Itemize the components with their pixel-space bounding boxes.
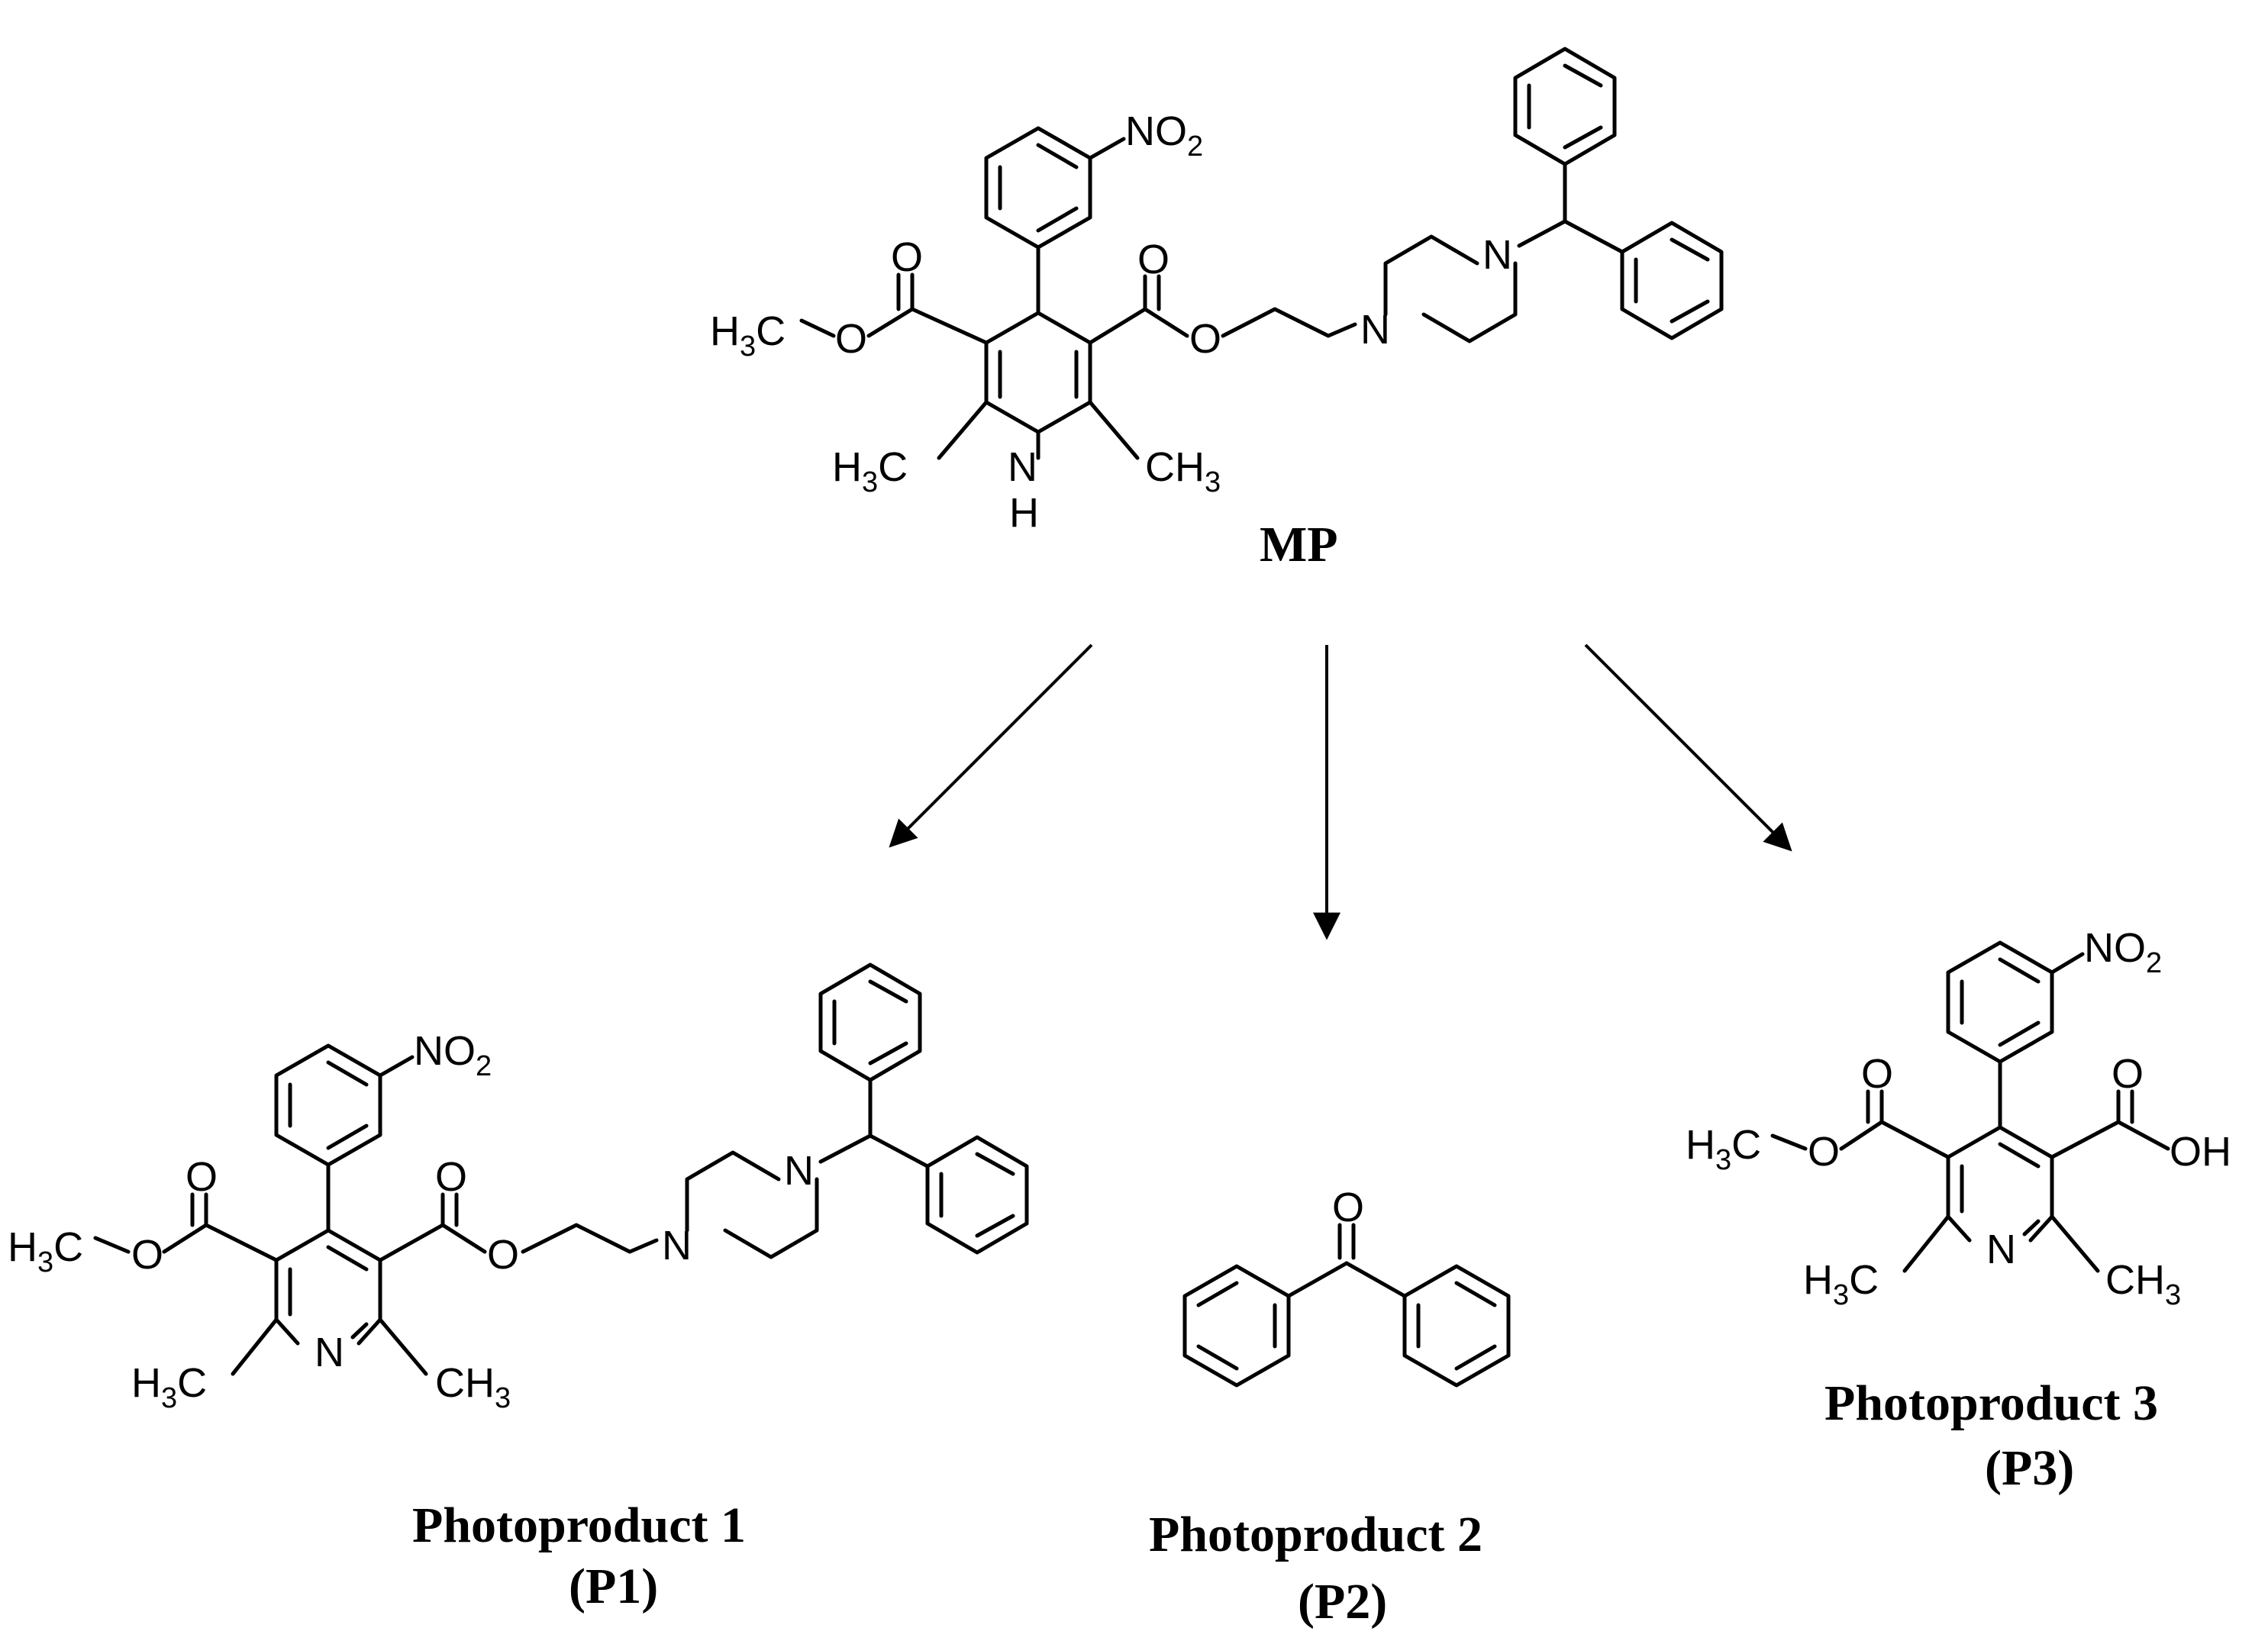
mp-ester-methyl-label: H3C (710, 308, 786, 363)
mp-right-ester-o: O (1189, 316, 1221, 362)
mp-nh-n-label: N (1008, 444, 1037, 490)
p1-piperazine-ring (685, 1133, 873, 1259)
p1-right-carbonyl-o: O (435, 1154, 467, 1200)
p2-left-phenyl-ring (1182, 1264, 1291, 1388)
arrow-to-p3 (1584, 643, 1792, 852)
p2-compound-code: (P2) (1298, 1574, 1387, 1630)
p1-piperazine-n4: N (784, 1148, 814, 1194)
p1-right-ester-chain (378, 1192, 659, 1262)
p3-ester-methyl-label: H3C (1686, 1122, 1761, 1176)
p1-pyridine-ring (274, 1162, 382, 1346)
p3-nitrophenyl-ring (1946, 940, 2085, 1064)
p1-methyl-left-label: H3C (131, 1360, 207, 1414)
mp-left-ester (799, 272, 989, 345)
p3-pyridine-ring (1946, 1059, 2054, 1243)
p3-pyridine-n-label: N (1986, 1227, 2016, 1272)
mp-left-carbonyl-o: O (891, 234, 923, 280)
p3-compound-name: Photoproduct 3 (1824, 1375, 2158, 1431)
mp-piperazine-n4: N (1482, 232, 1512, 278)
mp-nitro-label: NO2 (1125, 108, 1203, 163)
mp-methyl-left-label: H3C (832, 444, 908, 498)
arrow-to-p1 (889, 643, 1093, 848)
mp-piperazine-ring (1383, 219, 1567, 343)
mp-nitrophenyl-ring (984, 126, 1126, 250)
mp-dihydropyridine-ring (984, 245, 1092, 434)
mp-compound-label: MP (1260, 517, 1338, 572)
p1-left-carbonyl-o: O (186, 1154, 218, 1200)
p2-structure: O Photoproduct 2 (P2) (1149, 1185, 1511, 1630)
mp-right-ester-chain (1088, 274, 1357, 345)
mp-piperazine-n1: N (1360, 307, 1390, 353)
p1-nitro-label: NO2 (414, 1028, 492, 1082)
p3-left-ester (1770, 1089, 1950, 1159)
p1-left-ester-o: O (131, 1232, 163, 1278)
p1-compound-code: (P1) (569, 1559, 658, 1614)
p1-pyridine-n-label: N (315, 1330, 344, 1375)
mp-methyl-right-label: CH3 (1145, 444, 1221, 498)
mp-benzhydryl (1513, 47, 1724, 340)
mp-structure: NO2 H3C O O O O H3C CH3 N H N N MP (710, 47, 1724, 572)
p3-acid-carbonyl-o: O (2112, 1051, 2144, 1097)
mp-right-carbonyl-o: O (1137, 237, 1169, 282)
p3-carboxylic-acid (2050, 1089, 2170, 1159)
p3-methyl-left-label: H3C (1803, 1257, 1879, 1311)
p1-methyl-right-label: CH3 (435, 1360, 511, 1414)
p1-ester-methyl-label: H3C (8, 1224, 83, 1278)
p3-left-ester-o: O (1808, 1129, 1840, 1175)
p2-right-phenyl-ring (1402, 1264, 1511, 1388)
p3-methyl-right-label: CH3 (2105, 1257, 2181, 1311)
p3-left-carbonyl-o: O (1861, 1051, 1893, 1097)
p3-nitro-label: NO2 (2084, 925, 2162, 979)
mp-left-ester-o: O (835, 316, 867, 362)
p3-acid-oh-label: OH (2170, 1129, 2231, 1175)
p2-compound-name: Photoproduct 2 (1149, 1507, 1482, 1562)
reaction-arrows (889, 643, 1792, 940)
p1-piperazine-n1: N (662, 1223, 692, 1269)
p1-nitrophenyl-ring (274, 1043, 415, 1167)
p1-compound-name: Photoproduct 1 (412, 1498, 746, 1553)
mp-nh-h-label: H (1009, 490, 1039, 536)
p3-compound-code: (P3) (1985, 1440, 2074, 1496)
p1-benzhydryl (818, 962, 1029, 1255)
p1-structure: NO2 H3C O O O O H3C CH3 N N N Photoprodu… (8, 962, 1029, 1614)
p2-carbonyl-o: O (1332, 1185, 1364, 1230)
p1-left-ester (93, 1192, 279, 1262)
p3-structure: NO2 H3C O O O OH H3C CH3 N Photoproduct … (1686, 925, 2231, 1496)
p1-right-ester-o: O (487, 1232, 519, 1278)
